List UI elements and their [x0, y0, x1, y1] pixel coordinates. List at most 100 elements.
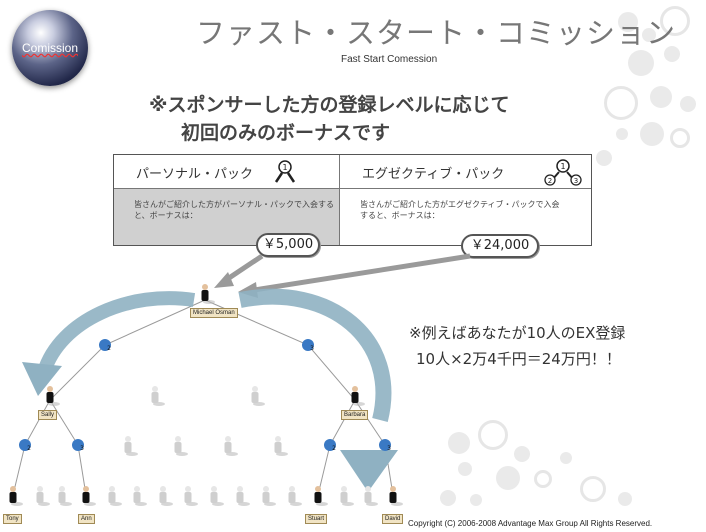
- decoration-circle: [640, 122, 664, 146]
- placeholder-figure-icon: [58, 486, 72, 506]
- pack-body: 皆さんがご紹介した方がエグゼクティブ・パックで入会すると、ボーナスは：: [340, 189, 591, 245]
- decoration-circle: [478, 420, 508, 450]
- tree-node-label: Tony: [3, 514, 22, 524]
- node-ball-icon: [19, 439, 31, 451]
- placeholder-figure-icon: [184, 486, 198, 506]
- decoration-circle: [596, 150, 612, 166]
- pack-header: エグゼクティブ・パック 1 2 3: [340, 155, 591, 189]
- decoration-circle: [616, 128, 628, 140]
- decoration-circle: [448, 432, 470, 454]
- member-figure-icon: [389, 486, 403, 506]
- svg-text:1: 1: [282, 163, 287, 172]
- curved-arrow-right: [238, 288, 392, 422]
- node-ball-icon: [99, 339, 111, 351]
- decoration-circle: [440, 490, 456, 506]
- tree-node-label: Sally: [38, 410, 58, 420]
- decoration-circle: [496, 466, 520, 490]
- decoration-circle: [660, 6, 690, 36]
- multi-member-icon: 1 2 3: [544, 159, 582, 186]
- member-figure-icon: [82, 486, 96, 506]
- personal-bonus-bubble: ￥5,000: [256, 233, 320, 257]
- arrow-icon: [253, 253, 471, 293]
- decoration-circle: [670, 128, 690, 148]
- placeholder-figure-icon: [274, 436, 288, 456]
- node-ball-icon: [72, 439, 84, 451]
- tree-node-label: Stuart: [305, 514, 328, 524]
- node-ball-icon: [379, 439, 391, 451]
- placeholder-figure-icon: [151, 386, 165, 406]
- page-title: ファスト・スタート・コミッション: [196, 16, 677, 50]
- example-line-1: ※例えばあなたが10人のEX登録: [409, 324, 626, 342]
- decoration-circle: [560, 452, 572, 464]
- svg-text:2: 2: [548, 177, 552, 185]
- node-ball-icon: [302, 339, 314, 351]
- placeholder-figure-icon: [288, 486, 302, 506]
- executive-bonus-bubble: ￥24,000: [461, 234, 539, 258]
- decoration-circle: [642, 28, 656, 42]
- decoration-circle: [680, 96, 696, 112]
- member-figure-icon: [9, 486, 23, 506]
- pack-header: パーソナル・パック 1: [114, 155, 339, 189]
- member-figure-icon: [314, 486, 328, 506]
- placeholder-figure-icon: [174, 436, 188, 456]
- placeholder-figure-icon: [236, 486, 250, 506]
- node-marker: 2: [27, 445, 31, 452]
- executive-pack-description: 皆さんがご紹介した方がエグゼクティブ・パックで入会すると、ボーナスは：: [360, 200, 560, 220]
- single-member-icon: 1: [274, 160, 296, 183]
- node-ball-icon: [324, 439, 336, 451]
- arrow-icon: [214, 272, 234, 288]
- tree-node-label: Ann: [78, 514, 95, 524]
- placeholder-figure-icon: [262, 486, 276, 506]
- decoration-circle: [650, 86, 672, 108]
- node-marker: 2: [107, 345, 111, 352]
- node-marker: 3: [387, 445, 391, 452]
- svg-text:3: 3: [574, 177, 578, 185]
- placeholder-figure-icon: [340, 486, 354, 506]
- placeholder-figure-icon: [36, 486, 50, 506]
- copyright-notice: Copyright (C) 2006-2008 Advantage Max Gr…: [408, 519, 653, 528]
- node-marker: 3: [310, 345, 314, 352]
- decoration-circle: [604, 86, 638, 120]
- placeholder-figure-icon: [159, 486, 173, 506]
- member-figure-icon: [201, 284, 215, 304]
- decoration-circle: [458, 462, 472, 476]
- note-line-1: ※スポンサーした方の登録レベルに応じて: [149, 94, 510, 116]
- page-subtitle: Fast Start Comession: [341, 54, 438, 65]
- note-line-2: 初回のみのボーナスです: [181, 122, 391, 144]
- placeholder-figure-icon: [364, 486, 378, 506]
- tree-node-root-label: Michael Osman: [190, 308, 238, 318]
- member-figure-icon: [46, 386, 60, 406]
- placeholder-figure-icon: [210, 486, 224, 506]
- decoration-circle: [514, 446, 530, 462]
- arrow-icon: [340, 450, 398, 492]
- arrow-icon: [22, 362, 62, 396]
- commission-badge: Comission: [12, 10, 88, 86]
- member-figure-icon: [351, 386, 365, 406]
- node-marker: 2: [332, 445, 336, 452]
- placeholder-figure-icon: [133, 486, 147, 506]
- placeholder-figure-icon: [224, 436, 238, 456]
- node-marker: 3: [80, 445, 84, 452]
- placeholder-figure-icon: [108, 486, 122, 506]
- badge-label: Comission: [21, 41, 78, 55]
- placeholder-figure-icon: [124, 436, 138, 456]
- arrow-icon: [224, 253, 264, 283]
- tree-node-label: David: [382, 514, 404, 524]
- pack-comparison-table: パーソナル・パック 1 皆さんがご紹介した方がパーソナル・パックで入会すると、ボ…: [113, 154, 592, 246]
- decoration-circle: [628, 50, 654, 76]
- example-line-2: 10人×2万4千円＝24万円！！: [416, 350, 621, 368]
- curved-arrow-left: [37, 291, 196, 375]
- tree-node-label: Barbara: [341, 410, 369, 420]
- decoration-circle: [534, 470, 552, 488]
- placeholder-figure-icon: [251, 386, 265, 406]
- decoration-circle: [618, 12, 638, 32]
- executive-pack-title: エグゼクティブ・パック: [362, 167, 505, 182]
- decoration-circle: [470, 494, 482, 506]
- personal-pack-title: パーソナル・パック: [136, 167, 254, 182]
- decoration-circle: [618, 492, 632, 506]
- executive-pack-column: エグゼクティブ・パック 1 2 3 皆さんがご紹介した方がエグゼクティブ・パック…: [340, 155, 591, 245]
- personal-pack-description: 皆さんがご紹介した方がパーソナル・パックで入会すると、ボーナスは：: [134, 200, 334, 220]
- decoration-circle: [580, 476, 606, 502]
- decoration-circle: [664, 46, 680, 62]
- svg-text:1: 1: [560, 162, 565, 171]
